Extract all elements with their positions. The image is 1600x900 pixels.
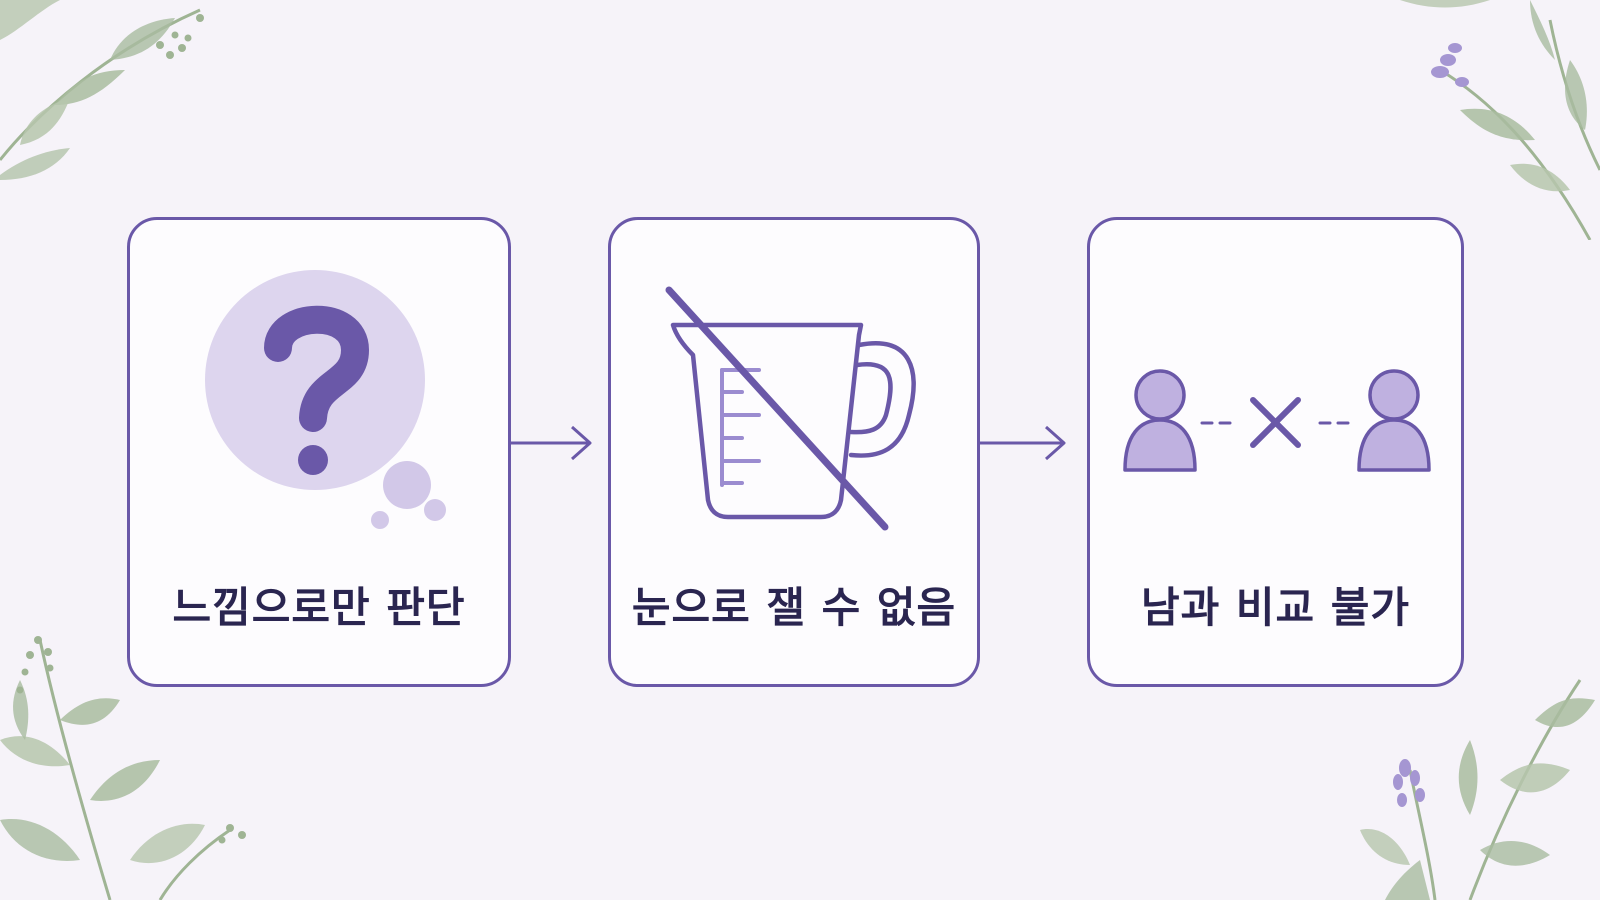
step-card-feeling: 느낌으로만 판단 — [127, 217, 511, 687]
arrow-right-icon — [980, 425, 1066, 461]
lavender-sprig-bottom-right — [1360, 679, 1595, 900]
step-label: 느낌으로만 판단 — [172, 583, 466, 632]
step-label: 남과 비교 불가 — [1140, 583, 1411, 632]
step-card-measure: 눈으로 잴 수 없음 — [608, 217, 980, 687]
leaf-branch-top-left — [0, 0, 204, 180]
lavender-sprig-top-right — [1400, 0, 1600, 240]
crossed-measuring-cup-icon — [665, 286, 916, 531]
question-thought-icon — [205, 270, 446, 529]
people-no-compare-icon — [1123, 369, 1431, 472]
arrow-right-icon — [510, 425, 592, 461]
step-label: 눈으로 잴 수 없음 — [631, 583, 957, 632]
step-card-compare: 남과 비교 불가 — [1087, 217, 1464, 687]
leaf-branch-bottom-left — [0, 636, 246, 900]
